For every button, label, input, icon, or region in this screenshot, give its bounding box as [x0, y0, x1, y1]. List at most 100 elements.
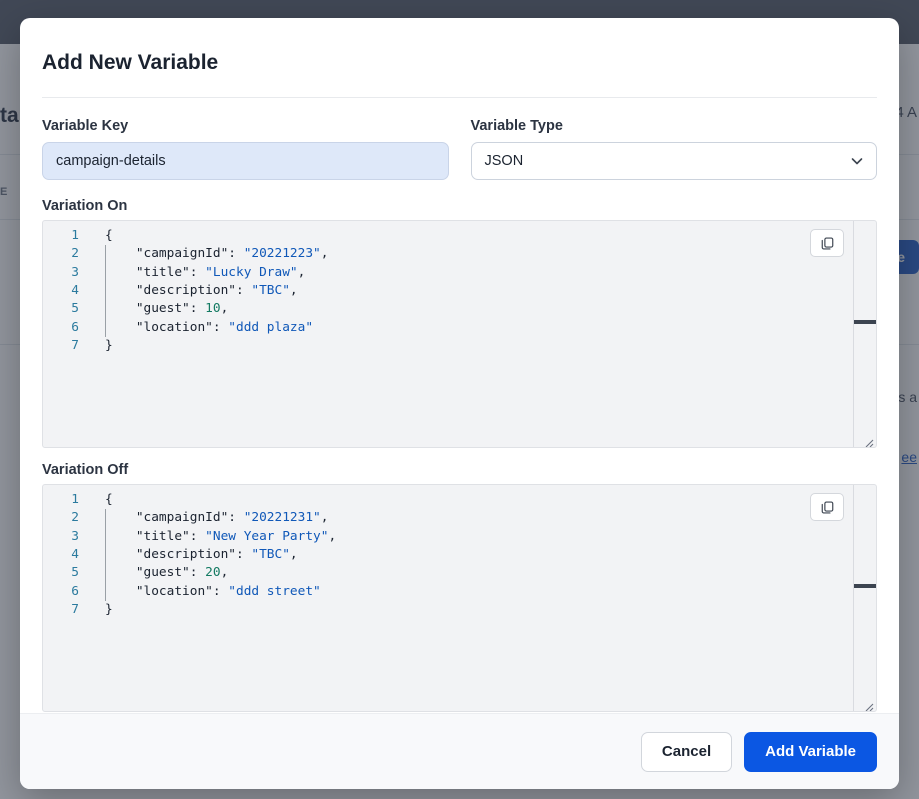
line-number: 6	[71, 583, 79, 599]
code-text: {	[89, 491, 113, 509]
variable-key-input[interactable]	[42, 142, 449, 181]
variation-on-editor[interactable]: 1{2 "campaignId": "20221223",3 "title": …	[42, 220, 877, 449]
variation-off-scroll-marker[interactable]	[854, 584, 876, 589]
variation-off-resize-handle[interactable]	[862, 697, 874, 712]
variation-on-resize-handle[interactable]	[862, 433, 874, 448]
code-line: 5 "guest": 20,	[43, 564, 854, 583]
token-punct: ,	[320, 246, 329, 262]
variation-off-copy-button[interactable]	[810, 493, 844, 522]
code-text: "title": "Lucky Draw",	[89, 263, 306, 283]
variation-on-block: Variation On 1{2 "campaignId": "20221223…	[42, 198, 877, 449]
code-text: }	[89, 337, 113, 355]
token-key: "guest":	[105, 565, 206, 581]
code-line: 1{	[43, 227, 854, 245]
add-variable-modal: Add New Variable Variable Key Variable T…	[20, 18, 899, 789]
code-line: 4 "description": "TBC",	[43, 282, 854, 301]
token-punct: }	[105, 337, 113, 353]
code-line: 2 "campaignId": "20221223",	[43, 245, 854, 265]
token-punct: ,	[220, 565, 229, 581]
variation-off-label: Variation Off	[42, 462, 129, 479]
token-num: 20	[205, 565, 221, 581]
code-text: "description": "TBC",	[89, 546, 298, 565]
page-title: Add New Variable	[42, 51, 219, 74]
token-punct: ,	[289, 283, 298, 299]
line-number: 7	[71, 337, 79, 353]
code-text: "guest": 10,	[89, 300, 229, 319]
line-number: 3	[71, 528, 79, 544]
token-str: "20221223"	[243, 246, 321, 262]
token-key: "description":	[105, 547, 252, 563]
token-str: "TBC"	[251, 547, 290, 563]
variable-type-field-group: Variable Type JSON	[470, 118, 877, 181]
variable-type-select[interactable]: JSON	[470, 142, 877, 181]
token-punct: {	[105, 492, 113, 508]
variation-on-label: Variation On	[42, 198, 128, 215]
variation-on-scroll-marker[interactable]	[854, 320, 876, 325]
line-number: 7	[71, 601, 79, 617]
variable-key-label: Variable Key	[42, 118, 129, 135]
add-variable-button[interactable]: Add Variable	[744, 731, 877, 772]
token-key: "location":	[105, 583, 229, 599]
token-punct: ,	[328, 528, 337, 544]
variable-type-selected-value: JSON	[484, 153, 524, 170]
variation-on-code[interactable]: 1{2 "campaignId": "20221223",3 "title": …	[43, 227, 854, 447]
line-number: 2	[71, 510, 79, 526]
variable-key-field-group: Variable Key	[42, 118, 449, 181]
code-line: 3 "title": "Lucky Draw",	[43, 263, 854, 283]
code-text: "description": "TBC",	[89, 282, 298, 301]
token-key: "title":	[105, 264, 206, 280]
token-str: "20221231"	[243, 510, 321, 526]
line-number: 1	[71, 228, 79, 244]
token-key: "location":	[105, 319, 229, 335]
variation-off-code[interactable]: 1{2 "campaignId": "20221231",3 "title": …	[43, 491, 854, 711]
cancel-button[interactable]: Cancel	[640, 731, 733, 772]
variation-off-editor-divider	[853, 485, 854, 712]
token-punct: ,	[320, 510, 329, 526]
title-divider	[42, 97, 877, 99]
token-str: "ddd plaza"	[228, 319, 314, 335]
line-number: 4	[71, 547, 79, 563]
token-key: "title":	[105, 528, 206, 544]
token-str: "New Year Party"	[205, 528, 329, 544]
line-number: 5	[71, 301, 79, 317]
code-text: }	[89, 601, 113, 619]
line-number: 2	[71, 246, 79, 262]
token-key: "description":	[105, 283, 252, 299]
code-line: 5 "guest": 10,	[43, 300, 854, 319]
line-number: 5	[71, 565, 79, 581]
code-line: 7}	[43, 337, 854, 355]
token-punct: }	[105, 601, 113, 617]
line-number: 1	[71, 492, 79, 508]
token-str: "Lucky Draw"	[205, 264, 298, 280]
token-punct: ,	[297, 264, 306, 280]
code-text: {	[89, 227, 113, 245]
code-line: 4 "description": "TBC",	[43, 546, 854, 565]
code-text: "campaignId": "20221223",	[89, 245, 329, 265]
variation-off-editor[interactable]: 1{2 "campaignId": "20221231",3 "title": …	[42, 484, 877, 713]
line-number: 4	[71, 283, 79, 299]
code-line: 6 "location": "ddd plaza"	[43, 318, 854, 338]
code-line: 7}	[43, 601, 854, 619]
field-row-key-type: Variable Key Variable Type JSON	[42, 118, 877, 181]
resize-grip-icon	[865, 439, 874, 448]
code-line: 3 "title": "New Year Party",	[43, 527, 854, 547]
variable-type-label: Variable Type	[470, 118, 563, 135]
code-text: "title": "New Year Party",	[89, 527, 337, 547]
token-key: "guest":	[105, 301, 206, 317]
code-line: 2 "campaignId": "20221231",	[43, 509, 854, 529]
token-str: "ddd street"	[228, 583, 321, 599]
code-text: "location": "ddd plaza"	[89, 318, 314, 338]
modal-footer: Cancel Add Variable	[20, 713, 899, 789]
code-text: "location": "ddd street"	[89, 582, 321, 602]
code-text: "campaignId": "20221231",	[89, 509, 329, 529]
line-number: 6	[71, 319, 79, 335]
token-punct: ,	[220, 301, 229, 317]
line-number: 3	[71, 264, 79, 280]
variation-on-editor-divider	[853, 221, 854, 448]
code-line: 1{	[43, 491, 854, 509]
variation-on-copy-button[interactable]	[810, 229, 844, 258]
variation-off-block: Variation Off 1{2 "campaignId": "2022123…	[42, 462, 877, 713]
modal-content: Add New Variable Variable Key Variable T…	[20, 18, 899, 713]
token-punct: {	[105, 228, 113, 244]
variable-type-select-wrap: JSON	[470, 142, 877, 181]
